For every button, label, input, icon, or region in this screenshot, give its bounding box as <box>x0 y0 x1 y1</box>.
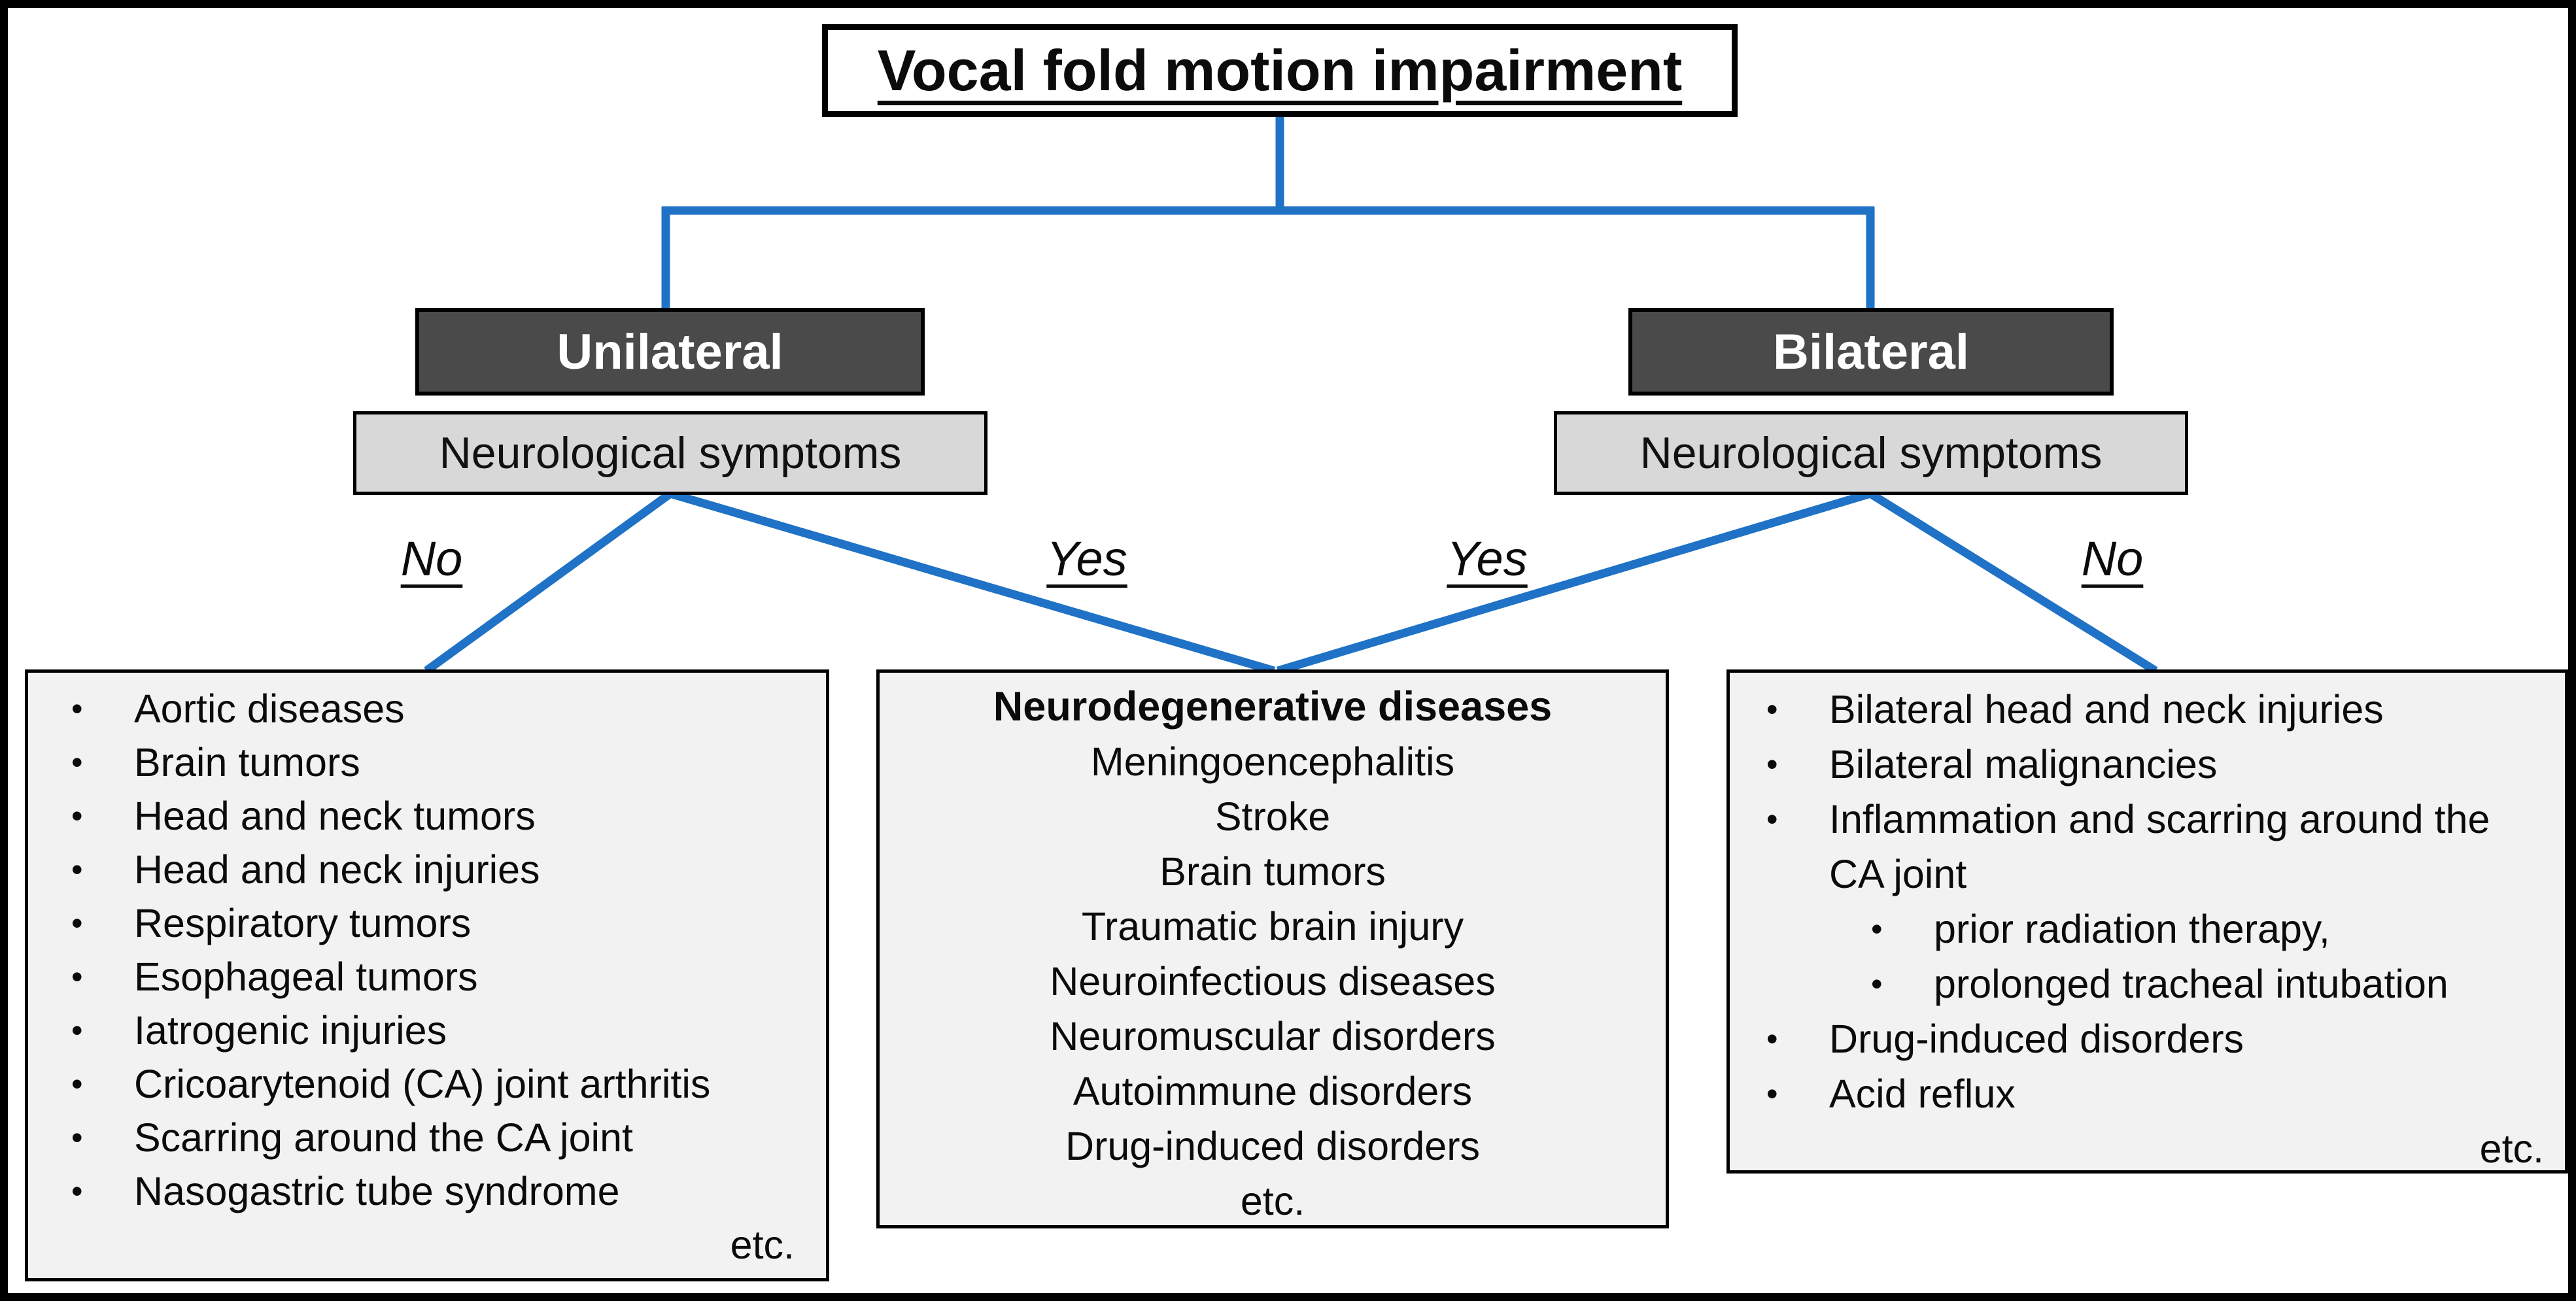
list-item-text: Scarring around the CA joint <box>134 1115 633 1160</box>
list-item-text: Respiratory tumors <box>134 901 472 945</box>
panel-neurological-causes: Neurodegenerative diseases Meningoenceph… <box>876 669 1669 1228</box>
question-right-label: Neurological symptoms <box>1640 428 2103 478</box>
list-item: Neuromuscular disorders <box>893 1009 1653 1064</box>
answer-label-unilateral-yes: Yes <box>1046 531 1127 586</box>
list-item-text: Bilateral malignancies <box>1829 742 2218 786</box>
list-item: Autoimmune disorders <box>893 1064 1653 1119</box>
list-item: Neuroinfectious diseases <box>893 954 1653 1009</box>
answer-label-unilateral-no: No <box>400 531 463 586</box>
list-item: Meningoencephalitis <box>893 734 1653 789</box>
answer-label-bilateral-yes: Yes <box>1447 531 1528 586</box>
question-neurological-symptoms-left: Neurological symptoms <box>353 411 987 495</box>
bullet-marker: • <box>1766 746 1778 783</box>
list-item: • Acid reflux <box>1747 1066 2549 1121</box>
list-item-text: Head and neck injuries <box>134 847 540 892</box>
bullet-marker: • <box>71 1119 83 1156</box>
bullet-marker: • <box>1766 801 1778 837</box>
bullet-marker: • <box>71 958 83 995</box>
title-box: Vocal fold motion impairment <box>822 24 1738 117</box>
list-item-text: Inflammation and scarring around the CA … <box>1829 797 2490 896</box>
list-item-text: Drug-induced disorders <box>1065 1124 1481 1168</box>
bullet-marker: • <box>71 851 83 888</box>
branch-bilateral-label: Bilateral <box>1773 324 1969 380</box>
bullet-marker: • <box>1766 1075 1778 1112</box>
bullet-marker: • <box>1871 966 1883 1002</box>
list-item-text: Iatrogenic injuries <box>134 1008 447 1053</box>
list-item: • prolonged tracheal intubation <box>1747 956 2549 1011</box>
panel-left-list: • Aortic diseases • Brain tumors • Head and n… <box>52 682 800 1218</box>
page-title: Vocal fold motion impairment <box>877 38 1683 103</box>
list-item-text: Neuroinfectious diseases <box>1050 959 1496 1004</box>
list-item-text: Nasogastric tube syndrome <box>134 1169 620 1213</box>
list-item: • Head and neck injuries <box>52 843 800 896</box>
connector-lines <box>424 117 2158 675</box>
list-item-text: prior radiation therapy, <box>1934 907 2330 951</box>
bullet-marker: • <box>71 744 83 781</box>
bullet-marker: • <box>71 1012 83 1049</box>
list-item: • Scarring around the CA joint <box>52 1111 800 1164</box>
list-item: • Head and neck tumors <box>52 789 800 843</box>
branch-unilateral: Unilateral <box>415 308 925 396</box>
bullet-marker: • <box>1871 911 1883 947</box>
list-item-text: Drug-induced disorders <box>1829 1017 2244 1061</box>
list-item-text: Brain tumors <box>134 740 360 785</box>
list-item: Traumatic brain injury <box>893 899 1653 954</box>
list-item: • Iatrogenic injuries <box>52 1004 800 1057</box>
list-item-text: Esophageal tumors <box>134 955 478 999</box>
line-unilateral-yes <box>669 489 1275 675</box>
question-left-label: Neurological symptoms <box>439 428 902 478</box>
list-item-text: Aortic diseases <box>134 686 405 731</box>
list-item: • prior radiation therapy, <box>1747 902 2549 956</box>
branch-bilateral: Bilateral <box>1628 308 2114 396</box>
panel-right-footer: etc. <box>2479 1126 2544 1171</box>
panel-right-list: • Bilateral head and neck injuries • Bilate… <box>1747 682 2549 1121</box>
question-neurological-symptoms-right: Neurological symptoms <box>1554 411 2188 495</box>
bullet-marker: • <box>71 905 83 941</box>
list-item-text: Head and neck tumors <box>134 794 536 838</box>
list-item: Drug-induced disorders <box>893 1119 1653 1174</box>
list-item-text: prolonged tracheal intubation <box>1934 962 2448 1006</box>
line-bilateral-no <box>1868 490 2158 675</box>
panel-mid-heading: Neurodegenerative diseases <box>993 684 1553 730</box>
line-unilateral-no <box>424 490 673 675</box>
list-item: • Brain tumors <box>52 735 800 789</box>
bullet-marker: • <box>1766 1021 1778 1057</box>
bullet-marker: • <box>71 1066 83 1102</box>
list-item: • Respiratory tumors <box>52 896 800 950</box>
answer-label-bilateral-no: No <box>2081 531 2144 586</box>
panel-bilateral-non-neurological-causes: • Bilateral head and neck injuries • Bilate… <box>1726 669 2568 1174</box>
list-item: Brain tumors <box>893 844 1653 899</box>
list-item-text: Meningoencephalitis <box>1090 739 1455 784</box>
list-item: Stroke <box>893 789 1653 844</box>
list-item: • Nasogastric tube syndrome <box>52 1164 800 1218</box>
list-item-text: Autoimmune disorders <box>1073 1069 1473 1113</box>
bullet-marker: • <box>1766 691 1778 728</box>
list-item-text: Traumatic brain injury <box>1081 904 1464 949</box>
list-item-text: Neuromuscular disorders <box>1050 1014 1496 1058</box>
bullet-marker: • <box>71 690 83 727</box>
list-item-text: Bilateral head and neck injuries <box>1829 687 2384 732</box>
list-item: • Inflammation and scarring around the CA… <box>1747 792 2549 902</box>
panel-left-footer: etc. <box>730 1223 795 1267</box>
list-item-text: Brain tumors <box>1159 849 1386 894</box>
panel-unilateral-non-neurological-causes: • Aortic diseases • Brain tumors • Head and n… <box>25 669 829 1281</box>
list-item: • Bilateral malignancies <box>1747 737 2549 792</box>
bullet-marker: • <box>71 798 83 834</box>
list-item: • Drug-induced disorders <box>1747 1011 2549 1066</box>
bullet-marker: • <box>71 1173 83 1209</box>
branch-unilateral-label: Unilateral <box>557 324 783 380</box>
list-item: • Bilateral head and neck injuries <box>1747 682 2549 737</box>
list-item: • Cricoarytenoid (CA) joint arthritis <box>52 1057 800 1111</box>
list-item-text: Cricoarytenoid (CA) joint arthritis <box>134 1062 711 1106</box>
panel-mid-footer: etc. <box>1240 1179 1305 1223</box>
list-item-text: Acid reflux <box>1829 1072 2016 1116</box>
list-item: • Aortic diseases <box>52 682 800 735</box>
line-bilateral-yes <box>1277 489 1872 675</box>
list-item-text: Stroke <box>1214 794 1331 839</box>
list-item: • Esophageal tumors <box>52 950 800 1004</box>
